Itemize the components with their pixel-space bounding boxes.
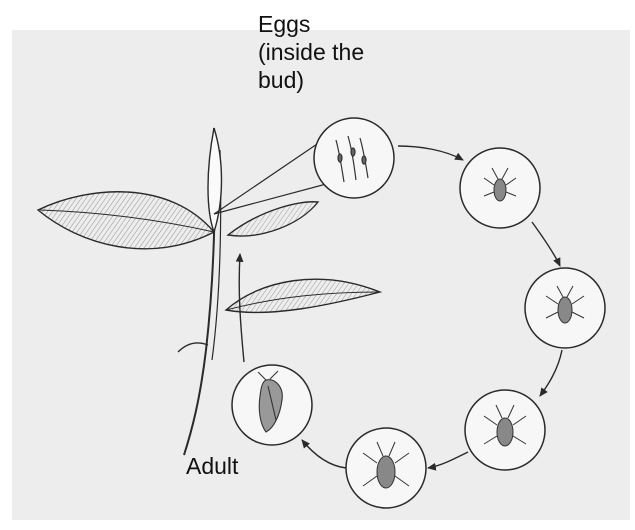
- eggs-label: Eggs (inside the bud): [258, 10, 418, 94]
- stage-nymph-4: [346, 428, 426, 508]
- stage-adult: [232, 365, 312, 445]
- stage-nymph-1: [460, 148, 540, 228]
- stage-nymph-3: [465, 390, 545, 470]
- stage-nymph-2: [525, 268, 605, 348]
- adult-label: Adult: [186, 452, 238, 480]
- stage-eggs: [314, 118, 394, 198]
